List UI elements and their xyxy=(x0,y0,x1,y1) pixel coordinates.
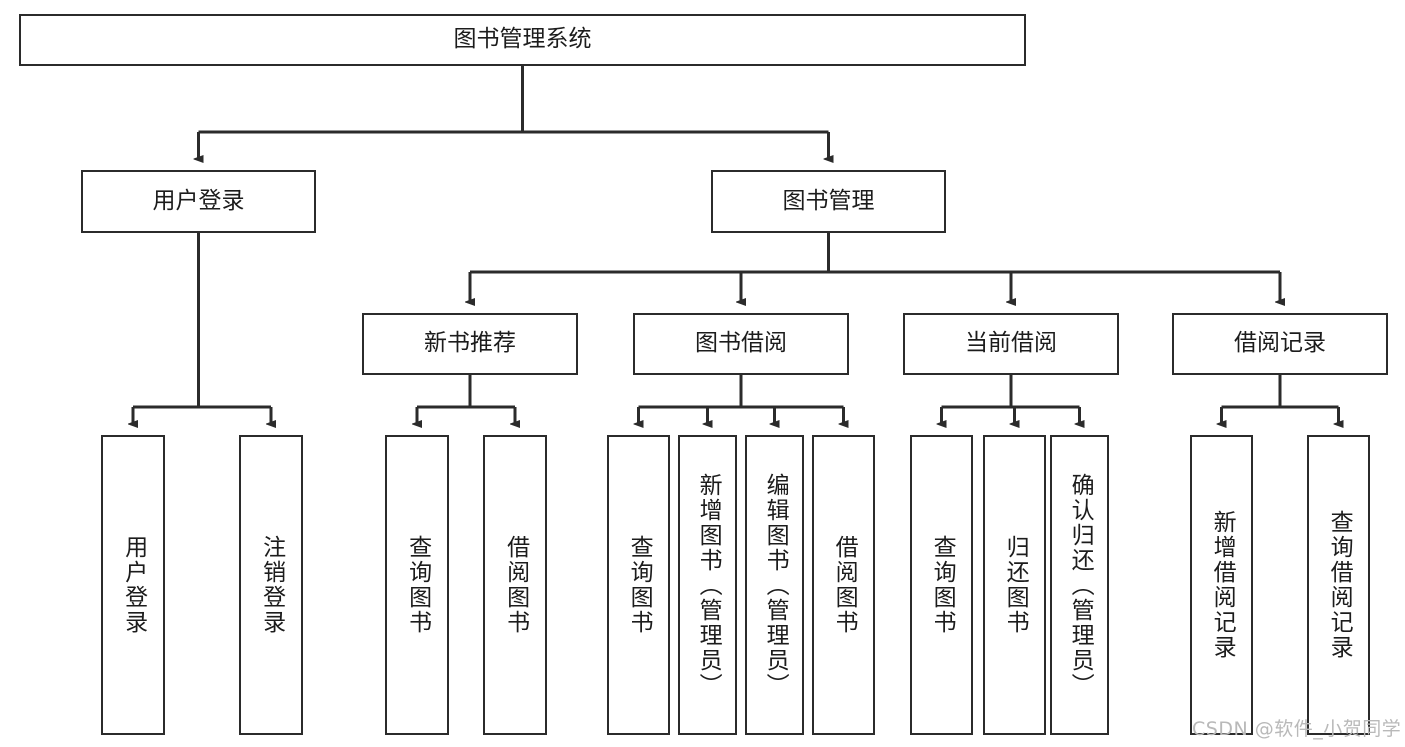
node-leaf-query-book-3[interactable]: 查询图书 xyxy=(910,435,973,735)
node-book-management[interactable]: 图书管理 xyxy=(711,170,946,233)
node-leaf-query-book-1[interactable]: 查询图书 xyxy=(385,435,449,735)
node-label: 图书借阅 xyxy=(695,330,787,357)
csdn-watermark: CSDN @软件_小贺同学 xyxy=(1192,718,1402,740)
node-new-book-recommend[interactable]: 新书推荐 xyxy=(362,313,578,375)
node-label: 借阅图书 xyxy=(502,535,529,635)
node-book-borrow[interactable]: 图书借阅 xyxy=(633,313,849,375)
node-leaf-add-record[interactable]: 新增借阅记录 xyxy=(1190,435,1253,735)
node-label: 当前借阅 xyxy=(965,330,1057,357)
node-label: 新增借阅记录 xyxy=(1209,510,1236,660)
node-root[interactable]: 图书管理系统 xyxy=(19,14,1026,66)
node-leaf-borrow-book-1[interactable]: 借阅图书 xyxy=(483,435,547,735)
node-borrow-record[interactable]: 借阅记录 xyxy=(1172,313,1388,375)
node-label: 编辑图书（管理员） xyxy=(762,472,789,698)
node-label: 图书管理系统 xyxy=(453,26,592,53)
node-current-borrow[interactable]: 当前借阅 xyxy=(903,313,1119,375)
node-label: 用户登录 xyxy=(120,535,147,635)
node-label: 查询图书 xyxy=(929,535,956,635)
node-leaf-confirm-return[interactable]: 确认归还（管理员） xyxy=(1050,435,1109,735)
node-label: 新增图书（管理员） xyxy=(695,472,722,698)
node-leaf-logout[interactable]: 注销登录 xyxy=(239,435,303,735)
node-label: 注销登录 xyxy=(258,535,285,635)
node-user-login[interactable]: 用户登录 xyxy=(81,170,316,233)
node-label: 借阅图书 xyxy=(831,535,858,635)
node-label: 查询借阅记录 xyxy=(1326,510,1353,660)
node-leaf-query-record[interactable]: 查询借阅记录 xyxy=(1307,435,1370,735)
node-label: 查询图书 xyxy=(404,535,431,635)
node-leaf-add-book[interactable]: 新增图书（管理员） xyxy=(678,435,737,735)
node-label: 图书管理 xyxy=(782,187,875,214)
node-label: 用户登录 xyxy=(152,187,245,214)
node-label: 归还图书 xyxy=(1002,535,1029,635)
node-leaf-return-book[interactable]: 归还图书 xyxy=(983,435,1046,735)
node-leaf-borrow-book-2[interactable]: 借阅图书 xyxy=(812,435,875,735)
node-leaf-edit-book[interactable]: 编辑图书（管理员） xyxy=(745,435,804,735)
node-leaf-user-login[interactable]: 用户登录 xyxy=(101,435,165,735)
node-label: 借阅记录 xyxy=(1234,330,1326,357)
node-label: 确认归还（管理员） xyxy=(1067,472,1094,698)
node-label: 新书推荐 xyxy=(424,330,516,357)
node-leaf-query-book-2[interactable]: 查询图书 xyxy=(607,435,670,735)
node-label: 查询图书 xyxy=(626,535,653,635)
